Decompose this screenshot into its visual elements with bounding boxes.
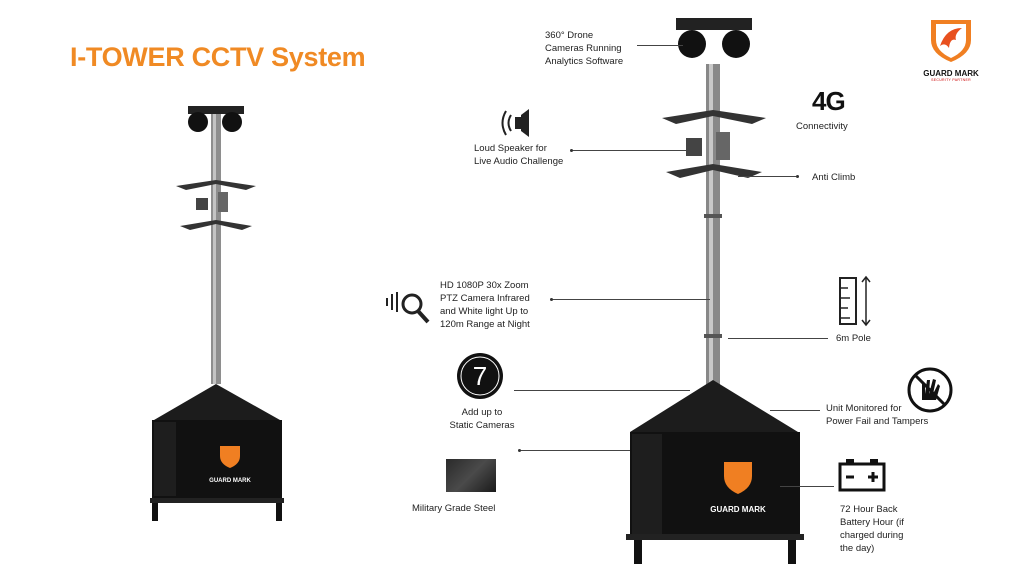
- military-steel-label: Military Grade Steel: [412, 503, 496, 514]
- small-tower-logo-text: GUARD MARK: [209, 478, 251, 484]
- number-seven-icon: 7: [457, 353, 503, 399]
- shield-logo-icon: [931, 20, 971, 62]
- page-title: I-TOWER CCTV System: [70, 42, 366, 72]
- static-count: 7: [473, 361, 487, 391]
- speaker-icon: [501, 109, 529, 137]
- brand-tagline: SECURITY PARTNER: [931, 78, 971, 82]
- battery-icon: [838, 459, 886, 492]
- brand-logo: GUARD MARK SECURITY PARTNER: [916, 18, 986, 82]
- large-tower-logo-text: GUARD MARK: [710, 505, 766, 514]
- no-tamper-hand-icon: [907, 367, 953, 413]
- 4g-icon: 4G: [812, 86, 846, 116]
- anti-climb-label: Anti Climb: [812, 172, 856, 183]
- small-tower-illustration: GUARD MARK: [150, 106, 284, 521]
- pole-label: 6m Pole: [836, 333, 871, 344]
- connectivity-label: Connectivity: [796, 121, 848, 132]
- zoom-search-icon: [386, 292, 430, 324]
- brand-name: GUARD MARK: [923, 69, 979, 78]
- large-tower-illustration: GUARD MARK: [626, 18, 804, 564]
- ruler-icon: [839, 275, 871, 327]
- steel-swatch: [446, 459, 496, 492]
